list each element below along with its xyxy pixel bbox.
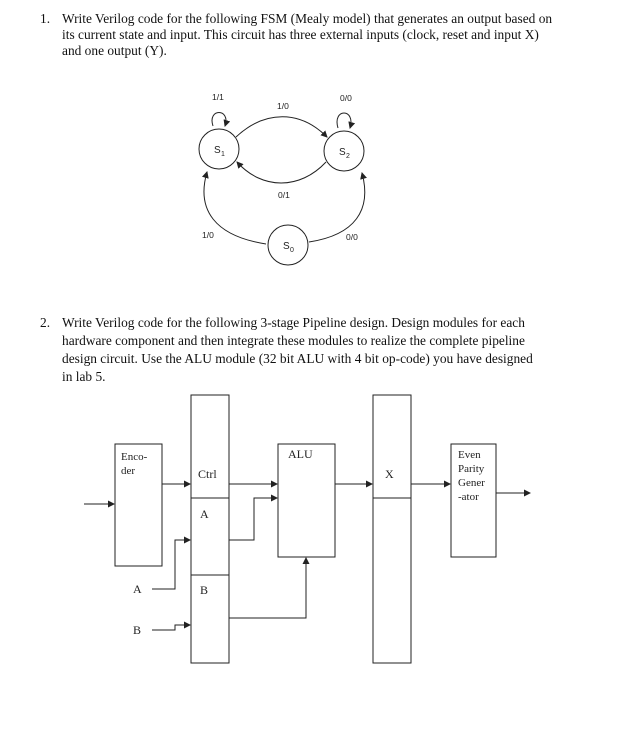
state-s0: S 0 (267, 224, 309, 266)
question-2-line-1: Write Verilog code for the following 3-s… (62, 315, 525, 330)
s2-to-s1-label: 0/1 (278, 190, 290, 200)
s1-self-label: 1/1 (212, 92, 224, 102)
parity-label-3: Gener (458, 477, 485, 489)
s0-to-s2-label: 0/0 (346, 232, 358, 242)
reg1-a-to-alu-wire (229, 494, 278, 541)
encoder-label-1: Enco- (121, 451, 148, 463)
s1-to-s2-arrow (235, 116, 328, 138)
s2-self-loop (336, 112, 356, 129)
state-s2: S 2 (323, 130, 365, 172)
s0-to-s2-arrow (308, 172, 367, 243)
parity-generator-block: Even Parity Gener -ator (450, 443, 497, 558)
input-b-label: B (133, 623, 141, 637)
parity-label-2: Parity (458, 463, 485, 475)
input-a-label: A (133, 582, 142, 596)
question-1-line-1: Write Verilog code for the following FSM… (62, 11, 553, 26)
alu-block: ALU (277, 443, 336, 558)
state-s2-label: S (339, 147, 346, 158)
pipeline-register-1: Ctrl A B (190, 394, 230, 664)
input-b-wire (152, 621, 191, 631)
state-s0-sub: 0 (290, 247, 294, 254)
input-a-wire (152, 536, 191, 590)
question-1-line-2: its current state and input. This circui… (62, 27, 539, 42)
state-s1-sub: 1 (221, 151, 225, 158)
state-s1: S 1 (198, 128, 240, 170)
s2-to-s1-arrow (236, 161, 327, 184)
register-1-a-label: A (200, 507, 209, 521)
alu-label: ALU (288, 447, 313, 461)
encoder-block: Enco- der (114, 443, 163, 567)
register-1-b-label: B (200, 583, 208, 597)
question-2-number: 2. (40, 315, 51, 330)
question-2-line-4: in lab 5. (62, 369, 106, 384)
state-s0-label: S (283, 241, 290, 252)
state-s2-sub: 2 (346, 153, 350, 160)
question-1-number: 1. (40, 11, 51, 26)
s0-to-s1-arrow (201, 171, 267, 245)
encoder-label-2: der (121, 465, 135, 477)
register-2-x-label: X (385, 467, 394, 481)
parity-label-4: -ator (458, 491, 479, 503)
s1-self-loop (211, 112, 231, 127)
question-1-line-3: and one output (Y). (62, 43, 167, 58)
parity-label-1: Even (458, 449, 481, 461)
register-1-ctrl-label: Ctrl (198, 467, 217, 481)
s0-to-s1-label: 1/0 (202, 230, 214, 240)
question-2-line-2: hardware component and then integrate th… (62, 333, 525, 348)
pipeline-register-2: X (372, 394, 412, 664)
s1-to-s2-label: 1/0 (277, 101, 289, 111)
s2-self-label: 0/0 (340, 93, 352, 103)
question-2-line-3: design circuit. Use the ALU module (32 b… (62, 351, 533, 366)
state-s1-label: S (214, 145, 221, 156)
reg1-b-to-alu-wire (229, 557, 310, 619)
